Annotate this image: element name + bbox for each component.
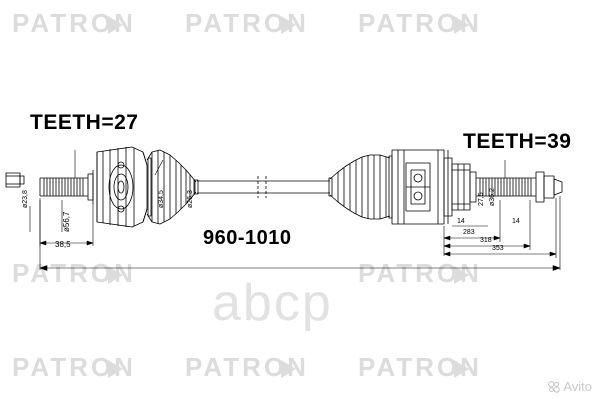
label-dim-283: 283 <box>463 229 475 236</box>
label-dim-14-b: 14 <box>512 218 520 225</box>
right-cv-joint-housing <box>391 149 453 225</box>
right-bearing-ring <box>451 163 477 211</box>
right-rubber-boot <box>328 154 393 220</box>
dimension-lines <box>29 150 561 271</box>
left-spline-stub <box>5 172 25 188</box>
label-dia-23-8: ø23,8 <box>22 190 29 208</box>
watermark-triangle-icon <box>454 360 469 378</box>
avito-logo-icon <box>548 380 561 393</box>
label-teeth-left: TEETH=27 <box>30 111 139 134</box>
label-dim-318: 318 <box>480 237 492 244</box>
label-dia-56-7: ø56,7 <box>62 211 71 232</box>
watermark-triangle-icon <box>108 16 123 34</box>
label-dia-34-5: ø34,5 <box>158 190 165 208</box>
left-cv-joint-bell <box>96 146 148 228</box>
avito-label: Avito <box>563 379 592 394</box>
left-shaft-spline <box>39 170 94 204</box>
label-dim-353: 353 <box>492 245 504 252</box>
watermark-abcp: abcp <box>212 274 333 332</box>
right-shaft-spline <box>476 171 563 203</box>
label-dim-14-a: 14 <box>457 218 465 225</box>
watermark-triangle-icon <box>454 16 469 34</box>
watermark-triangle-icon <box>281 360 296 378</box>
left-rubber-boot <box>146 149 199 225</box>
watermark-triangle-icon <box>108 266 123 284</box>
label-overall-length: 960-1010 <box>203 227 292 249</box>
avito-watermark: Avito <box>548 379 592 394</box>
watermark-triangle-icon <box>281 16 296 34</box>
label-dia-36-2: ø36,2 <box>489 188 496 206</box>
label-dim-27-5: 27,5 <box>478 192 485 206</box>
middle-shaft <box>197 176 330 198</box>
label-dim-38-5: 38,5 <box>55 240 71 249</box>
watermark-triangle-icon <box>108 360 123 378</box>
watermark-triangle-icon <box>454 266 469 284</box>
label-teeth-right: TEETH=39 <box>463 130 572 153</box>
label-dia-26-3: ø26,3 <box>187 190 194 208</box>
